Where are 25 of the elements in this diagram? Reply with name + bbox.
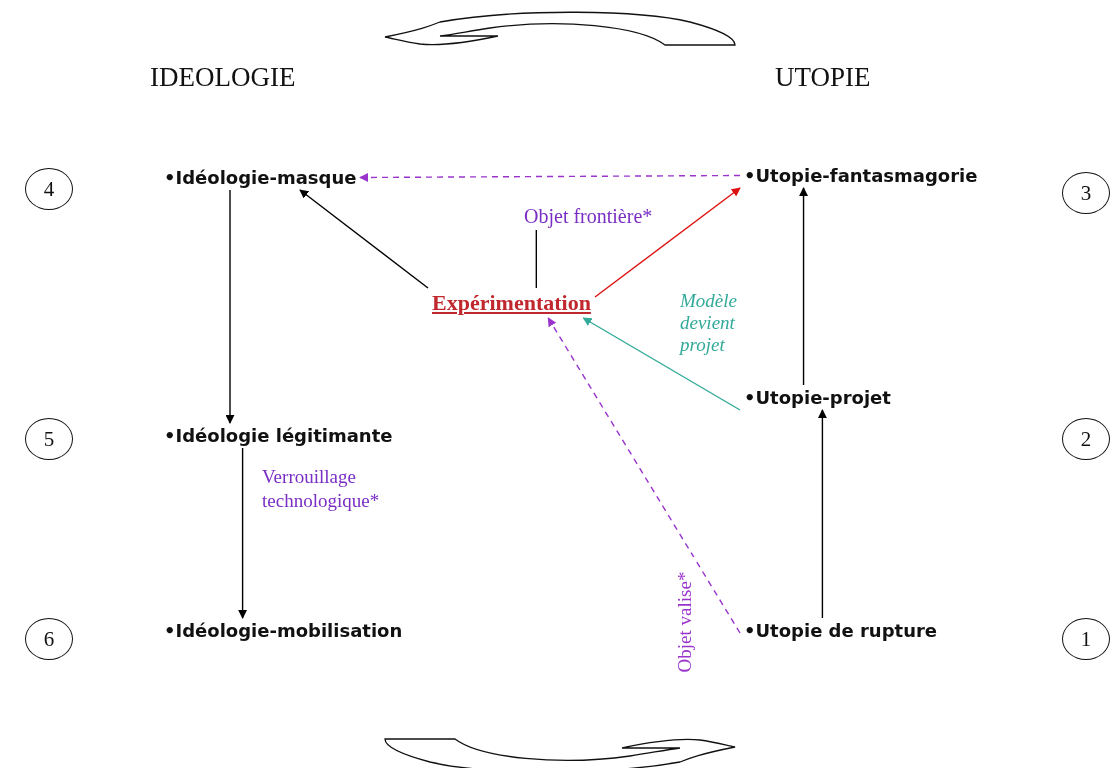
bullet-item: •Idéologie légitimante xyxy=(160,423,397,448)
arrow xyxy=(299,189,429,289)
arrow xyxy=(359,172,741,182)
bullet-item: •Utopie-projet xyxy=(740,385,895,410)
bullet-item: •Idéologie-mobilisation xyxy=(160,618,407,643)
bullet-item: •Utopie-fantasmagorie xyxy=(740,163,982,188)
column-heading: UTOPIE xyxy=(775,62,871,93)
arrow xyxy=(238,447,248,619)
column-heading: IDEOLOGIE xyxy=(150,62,296,93)
arrow xyxy=(547,317,741,634)
number-circle: 2 xyxy=(1062,418,1110,460)
arrow xyxy=(582,317,741,411)
number-circle: 4 xyxy=(25,168,73,210)
arrow xyxy=(594,187,741,298)
annotation-text: Objet frontière* xyxy=(520,203,657,230)
arrow xyxy=(799,187,809,386)
number-circle: 1 xyxy=(1062,618,1110,660)
arrow xyxy=(817,409,827,619)
bullet-item: •Idéologie-masque xyxy=(160,165,361,190)
arrow xyxy=(225,189,235,424)
number-circle: 5 xyxy=(25,418,73,460)
central-label: Expérimentation xyxy=(428,288,595,318)
number-circle: 3 xyxy=(1062,172,1110,214)
bullet-item: •Utopie de rupture xyxy=(740,618,942,643)
number-circle: 6 xyxy=(25,618,73,660)
